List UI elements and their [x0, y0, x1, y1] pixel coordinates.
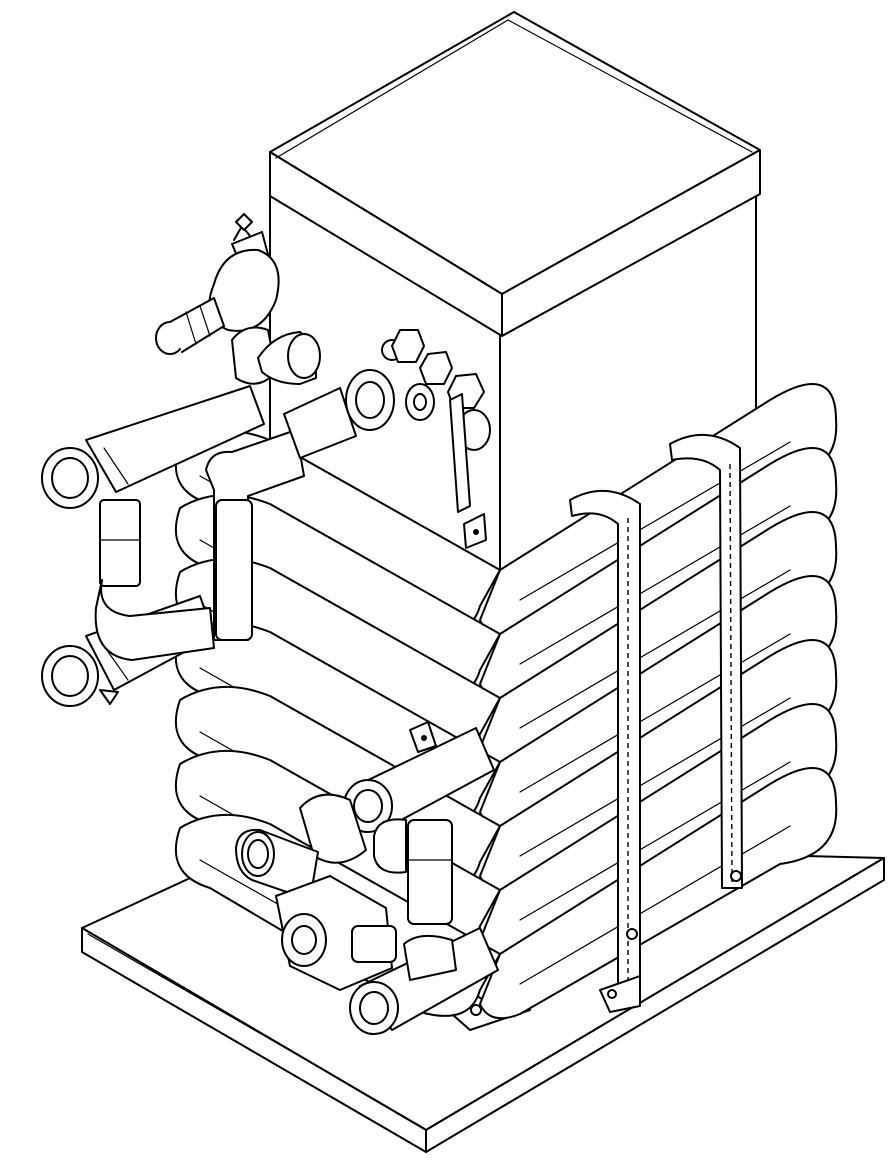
tube-stub-upper-left [41, 385, 265, 509]
threaded-fitting-upper [235, 828, 319, 901]
tube-stub-front-upper [343, 721, 495, 833]
lever-arm [449, 393, 487, 549]
threaded-fittings [235, 828, 397, 991]
mounting-strap-rear [669, 433, 743, 889]
mounting-strap-front [569, 489, 641, 1013]
pressure-relief-valve [155, 213, 280, 385]
tee-fitting-upper [257, 331, 321, 385]
threaded-fitting-lower [275, 875, 397, 991]
tank-lid [269, 11, 761, 337]
tube-stub-front-lower [349, 927, 499, 1035]
vertical-pipe-left [94, 499, 215, 661]
relief-outlet [155, 297, 225, 355]
union-fitting [205, 369, 395, 641]
tee-fittings [299, 793, 453, 925]
